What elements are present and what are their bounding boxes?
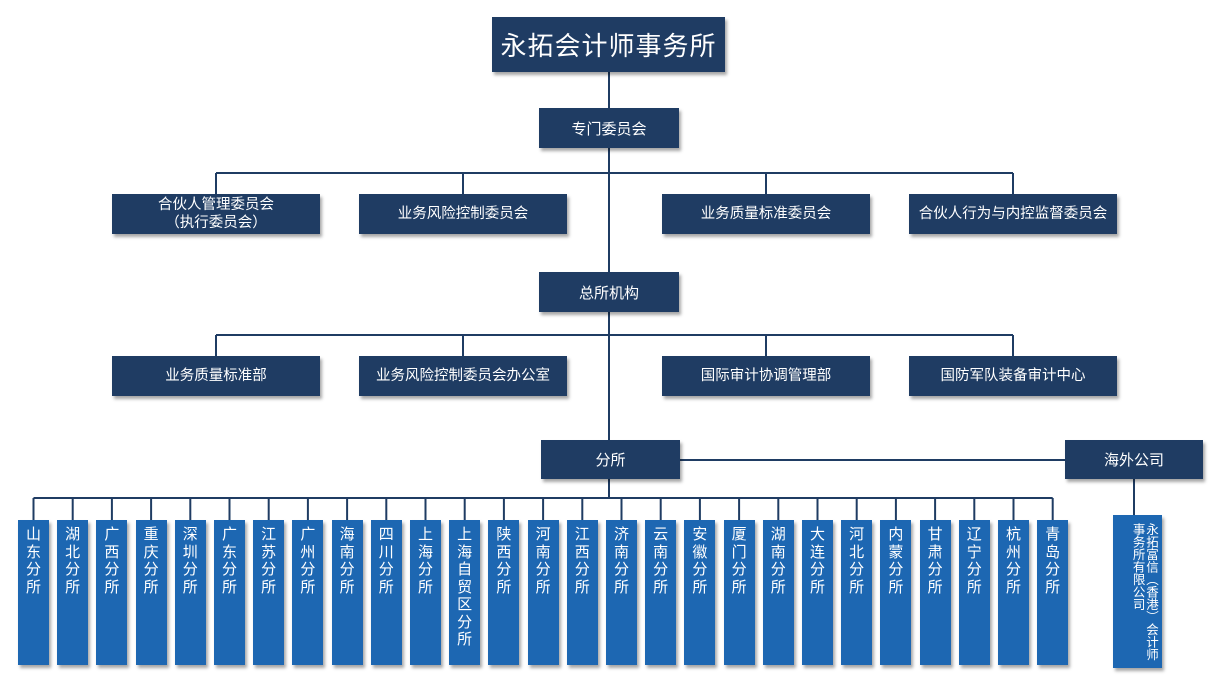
branch-label: 安徽分所 <box>692 525 708 596</box>
branch-box: 深圳分所 <box>174 520 206 665</box>
branch-label: 湖南分所 <box>770 525 786 596</box>
department-label: 业务质量标准部 <box>165 368 267 384</box>
special-committee-label: 专门委员会 <box>571 119 647 138</box>
branch-box: 济南分所 <box>606 520 637 665</box>
branch-label: 厦门分所 <box>731 525 747 596</box>
committee-box-quality-standard: 业务质量标准委员会 <box>662 194 870 234</box>
branch-label: 湖北分所 <box>65 525 81 596</box>
special-committee-box: 专门委员会 <box>539 108 679 148</box>
branch-box: 上海自贸区分所 <box>449 520 481 665</box>
branch-box: 广东分所 <box>214 520 245 665</box>
branch-label: 四川分所 <box>378 525 394 596</box>
branch-label: 上海自贸区分所 <box>457 525 473 648</box>
head-office-label: 总所机构 <box>578 283 639 302</box>
branch-label: 济南分所 <box>613 525 629 596</box>
branch-box: 辽宁分所 <box>958 520 990 665</box>
branch-label: 辽宁分所 <box>966 525 982 596</box>
branch-label: 甘肃分所 <box>927 525 943 596</box>
branch-label: 重庆分所 <box>143 525 159 596</box>
branch-box: 大连分所 <box>802 520 833 665</box>
committee-box-partner-management: 合伙人管理委员会 （执行委员会） <box>112 194 320 234</box>
branch-label: 河北分所 <box>849 525 865 596</box>
branch-label: 江西分所 <box>574 525 590 596</box>
department-label: 业务风险控制委员会办公室 <box>376 368 550 384</box>
branch-box: 湖南分所 <box>762 520 794 665</box>
committee-box-partner-conduct: 合伙人行为与内控监督委员会 <box>909 194 1117 234</box>
branch-box: 河南分所 <box>527 520 559 665</box>
committee-label: 合伙人行为与内控监督委员会 <box>918 206 1108 222</box>
overseas-label: 海外公司 <box>1103 451 1164 469</box>
branch-box: 杭州分所 <box>998 520 1029 665</box>
committee-label: 业务风险控制委员会 <box>397 206 529 222</box>
department-label: 国际审计协调管理部 <box>700 368 832 384</box>
branch-box: 广州分所 <box>292 520 324 665</box>
branch-box: 江西分所 <box>566 520 598 665</box>
branch-label: 云南分所 <box>653 525 669 596</box>
branch-label: 海南分所 <box>339 525 355 596</box>
committee-box-risk-control: 业务风险控制委员会 <box>359 194 567 234</box>
department-label: 国防军队装备审计中心 <box>940 368 1086 384</box>
branch-box: 陕西分所 <box>488 520 520 665</box>
branch-box: 内蒙分所 <box>880 520 912 665</box>
branches-box: 分所 <box>541 440 680 479</box>
branch-box: 云南分所 <box>645 520 677 665</box>
branch-label: 江苏分所 <box>261 525 277 596</box>
branch-label: 杭州分所 <box>1005 525 1021 596</box>
department-box-quality-standard: 业务质量标准部 <box>112 356 320 396</box>
branch-box: 湖北分所 <box>57 520 89 665</box>
branch-box: 江苏分所 <box>253 520 285 665</box>
overseas-box: 海外公司 <box>1065 440 1203 479</box>
branch-label: 山东分所 <box>25 525 41 596</box>
branch-box: 甘肃分所 <box>919 520 951 665</box>
branch-label: 深圳分所 <box>182 525 198 596</box>
overseas-company-box: 永拓富信（香港）会计师事务所有限公司 <box>1113 515 1162 668</box>
branch-box: 河北分所 <box>841 520 873 665</box>
firm-title-box: 永拓会计师事务所 <box>492 17 725 72</box>
branch-label: 内蒙分所 <box>888 525 904 596</box>
branch-label: 陕西分所 <box>496 525 512 596</box>
branch-box: 海南分所 <box>331 520 363 665</box>
department-box-international-audit: 国际审计协调管理部 <box>662 356 870 396</box>
branch-label: 河南分所 <box>535 525 551 596</box>
branch-box: 青岛分所 <box>1037 520 1069 665</box>
committee-label: 业务质量标准委员会 <box>700 206 832 222</box>
overseas-company-name: 永拓富信（香港）会计师事务所有限公司 <box>1130 523 1159 661</box>
head-office-box: 总所机构 <box>539 272 679 312</box>
branch-box: 上海分所 <box>410 520 441 665</box>
branch-box: 重庆分所 <box>135 520 167 665</box>
branch-label: 青岛分所 <box>1045 525 1061 596</box>
branch-label: 大连分所 <box>809 525 825 596</box>
committee-label: 合伙人管理委员会 （执行委员会） <box>158 197 274 231</box>
department-box-defense-audit: 国防军队装备审计中心 <box>909 356 1117 396</box>
branch-label: 广东分所 <box>221 525 237 596</box>
branch-label: 上海分所 <box>417 525 433 596</box>
branch-box: 山东分所 <box>18 520 49 665</box>
branch-box: 广西分所 <box>96 520 128 665</box>
department-box-risk-office: 业务风险控制委员会办公室 <box>359 356 567 396</box>
branch-box: 厦门分所 <box>723 520 755 665</box>
branch-label: 广西分所 <box>104 525 120 596</box>
branch-box: 安徽分所 <box>684 520 716 665</box>
branches-label: 分所 <box>595 451 626 469</box>
firm-title: 永拓会计师事务所 <box>500 32 717 62</box>
branch-box: 四川分所 <box>370 520 402 665</box>
branch-label: 广州分所 <box>300 525 316 596</box>
